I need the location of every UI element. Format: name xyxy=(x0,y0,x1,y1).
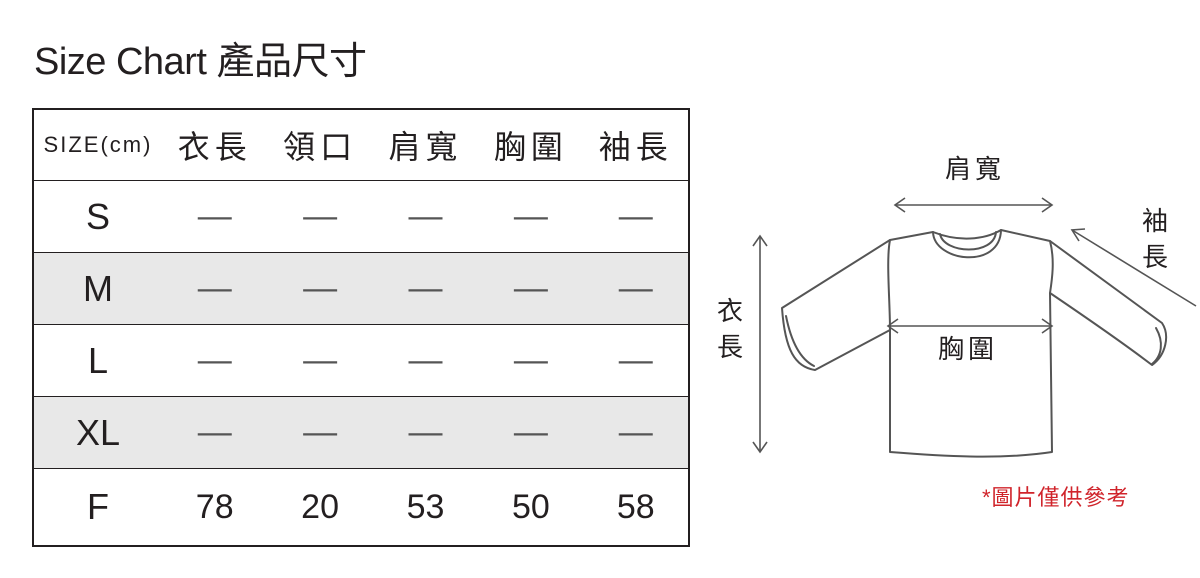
value-cell: — xyxy=(162,396,268,469)
value-cell: 20 xyxy=(267,468,373,546)
value-cell: — xyxy=(267,180,373,253)
value-cell: — xyxy=(162,180,268,253)
value-cell: 58 xyxy=(583,468,689,546)
value-cell: — xyxy=(583,252,689,325)
value-cell: — xyxy=(267,252,373,325)
chest-arrow xyxy=(886,318,1054,334)
size-cell: M xyxy=(33,252,162,325)
header-sleeve: 袖長 xyxy=(598,129,673,165)
size-cell: F xyxy=(33,468,162,546)
size-cell: S xyxy=(33,180,162,253)
page-title: Size Chart 產品尺寸 xyxy=(34,41,367,83)
garment-measurement-diagram: 肩寬 袖 長 衣 長 胸圍 xyxy=(717,154,1197,458)
value-cell: — xyxy=(583,396,689,469)
sleeve-arrow xyxy=(1070,228,1197,307)
value-cell: — xyxy=(372,252,479,325)
value-cell: 50 xyxy=(478,468,584,546)
length-label-1: 衣 xyxy=(717,296,743,326)
length-label-2: 長 xyxy=(717,332,743,362)
value-cell: — xyxy=(478,324,584,397)
table-row: F 78 20 53 50 58 xyxy=(33,468,689,546)
sleeve-label-2: 長 xyxy=(1142,242,1168,272)
value-cell: — xyxy=(478,180,584,253)
value-cell: — xyxy=(162,252,268,325)
reference-note: *圖片僅供參考 xyxy=(982,485,1130,510)
size-chart-table: SIZE(cm) 衣長 領口 肩寬 胸圍 袖長 S — — — — — M — … xyxy=(32,108,690,547)
size-cell: XL xyxy=(33,396,162,469)
value-cell: — xyxy=(478,396,584,469)
value-cell: — xyxy=(583,324,689,397)
shoulder-arrow xyxy=(893,197,1054,213)
table-header-row: SIZE(cm) 衣長 領口 肩寬 胸圍 袖長 xyxy=(33,109,689,181)
sleeve-label-1: 袖 xyxy=(1142,206,1168,236)
header-size: SIZE(cm) xyxy=(43,132,153,157)
value-cell: — xyxy=(162,324,268,397)
value-cell: — xyxy=(372,324,479,397)
value-cell: 53 xyxy=(372,468,479,546)
value-cell: — xyxy=(267,396,373,469)
value-cell: — xyxy=(478,252,584,325)
table-row: M — — — — — xyxy=(33,252,689,325)
value-cell: — xyxy=(267,324,373,397)
shoulder-label: 肩寬 xyxy=(945,154,1005,184)
table-row: S — — — — — xyxy=(33,180,689,253)
length-arrow xyxy=(752,234,768,454)
header-length: 衣長 xyxy=(177,129,252,165)
value-cell: — xyxy=(372,180,479,253)
table-row: L — — — — — xyxy=(33,324,689,397)
value-cell: — xyxy=(372,396,479,469)
table-row: XL — — — — — xyxy=(33,396,689,469)
header-neck: 領口 xyxy=(283,129,358,165)
value-cell: 78 xyxy=(162,468,268,546)
header-chest: 胸圍 xyxy=(493,129,568,165)
sweater-outline-icon xyxy=(781,229,1168,458)
value-cell: — xyxy=(583,180,689,253)
header-shoulder: 肩寬 xyxy=(388,129,463,165)
chest-label: 胸圍 xyxy=(938,334,998,364)
size-cell: L xyxy=(33,324,162,397)
